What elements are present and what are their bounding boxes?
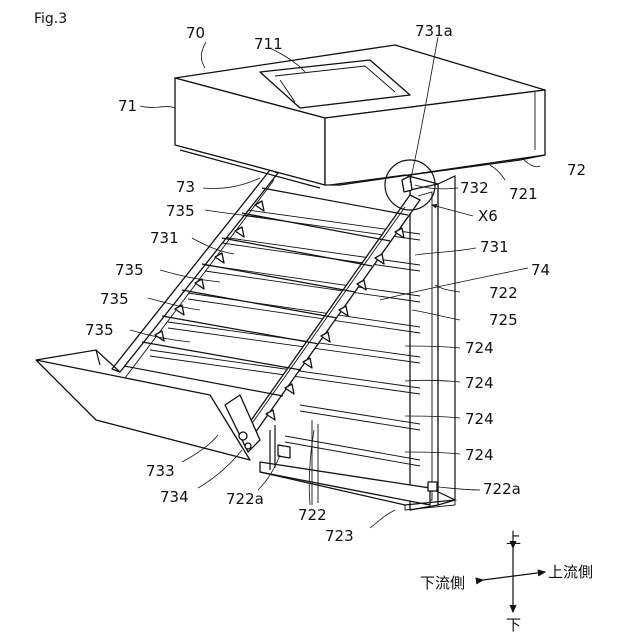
label-x6: X6 bbox=[478, 207, 498, 225]
label-733: 733 bbox=[146, 462, 175, 480]
label-724-3: 724 bbox=[465, 410, 494, 428]
label-722-1: 722 bbox=[489, 284, 518, 302]
figure-title: Fig.3 bbox=[34, 11, 67, 27]
label-724-4: 724 bbox=[465, 446, 494, 464]
label-722a-right: 722a bbox=[483, 480, 521, 498]
direction-upstream: 上流側 bbox=[548, 563, 593, 581]
label-722-2: 722 bbox=[298, 506, 327, 524]
label-735-2: 735 bbox=[115, 261, 144, 279]
label-725: 725 bbox=[489, 311, 518, 329]
label-71: 71 bbox=[118, 97, 137, 115]
label-734: 734 bbox=[160, 488, 189, 506]
label-722a-left: 722a bbox=[226, 490, 264, 508]
direction-indicator: 上 下 上流側 下流側 bbox=[420, 529, 593, 634]
direction-down: 下 bbox=[506, 616, 521, 634]
label-731-1: 731 bbox=[150, 229, 179, 247]
label-724-1: 724 bbox=[465, 339, 494, 357]
direction-up: 上 bbox=[506, 529, 521, 547]
label-711: 711 bbox=[254, 35, 283, 53]
direction-downstream: 下流側 bbox=[420, 574, 465, 592]
label-731-2: 731 bbox=[480, 238, 509, 256]
label-73: 73 bbox=[176, 178, 195, 196]
label-721: 721 bbox=[509, 185, 538, 203]
label-70: 70 bbox=[186, 24, 205, 42]
label-724-2: 724 bbox=[465, 374, 494, 392]
label-735-1: 735 bbox=[166, 202, 195, 220]
label-731a: 731a bbox=[415, 22, 453, 40]
label-72: 72 bbox=[567, 161, 586, 179]
label-735-4: 735 bbox=[85, 321, 114, 339]
label-732: 732 bbox=[460, 179, 489, 197]
label-723: 723 bbox=[325, 527, 354, 545]
label-735-3: 735 bbox=[100, 290, 129, 308]
rear-frame-722 bbox=[410, 176, 455, 510]
top-unit-70 bbox=[175, 45, 545, 188]
label-74: 74 bbox=[531, 261, 550, 279]
